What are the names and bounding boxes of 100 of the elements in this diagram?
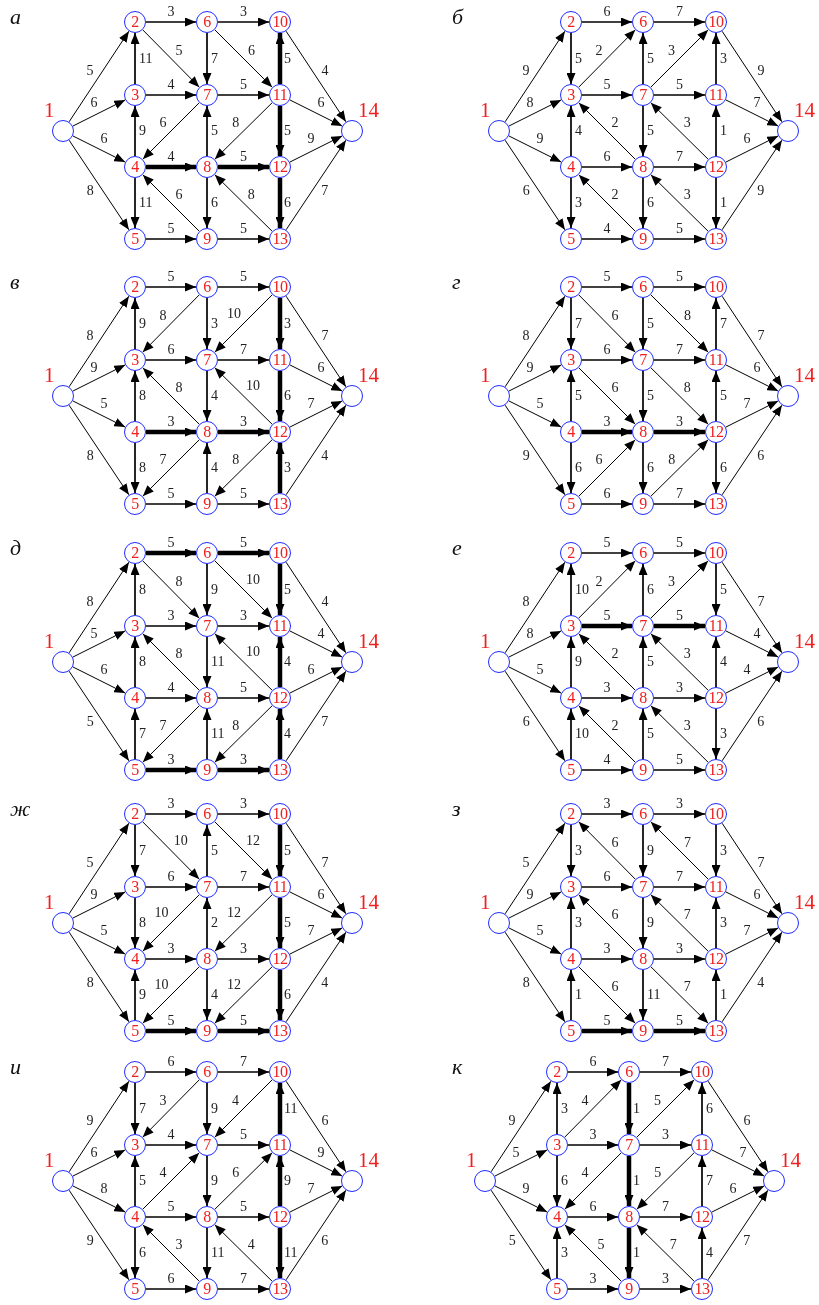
arrow (218, 427, 269, 437)
node-number: 3 (553, 1137, 561, 1153)
edge-label: 5 (602, 270, 612, 284)
edge-label: 5 (675, 222, 684, 236)
edge-label: 9 (646, 916, 655, 930)
edge-label: 5 (85, 855, 95, 870)
edge-label: 5 (283, 51, 292, 66)
edge-label: 3 (239, 609, 248, 623)
node-circle (632, 349, 654, 371)
arrow (582, 427, 632, 437)
arrow (214, 1224, 273, 1282)
edge-label: 8 (521, 328, 531, 343)
node-number: 2 (131, 14, 139, 30)
edge-label: 6 (320, 1113, 330, 1128)
node-circle (632, 228, 654, 250)
arrow (581, 162, 633, 172)
edge-label: 5 (85, 714, 95, 729)
node-number: 7 (203, 87, 211, 103)
node-circle (341, 385, 363, 407)
node-circle (196, 615, 218, 637)
edge-label: 3 (239, 415, 248, 429)
edge-label: 3 (239, 753, 248, 767)
edge-label: 5 (719, 389, 728, 403)
edge-label: 6 (646, 196, 655, 210)
arrow (275, 825, 285, 876)
edge-label: 5 (574, 51, 583, 66)
edge-label: 4 (719, 655, 728, 669)
node-circle (124, 803, 146, 825)
edge-label: 9 (138, 988, 147, 1002)
node-circle (777, 120, 799, 142)
edge-label: 5 (138, 1174, 147, 1188)
arrow (130, 824, 140, 877)
arrow (72, 1185, 126, 1213)
node-number: 10 (708, 279, 724, 295)
arrow (145, 282, 197, 292)
edge-label: 3 (719, 916, 728, 930)
arrow (653, 17, 706, 27)
edge-label: 4 (752, 626, 762, 641)
arrow (650, 705, 709, 763)
node-circle (560, 542, 582, 564)
node-number: 3 (131, 879, 139, 895)
edge-label: 9 (306, 131, 316, 146)
node-circle (196, 276, 218, 298)
edge-label: 6 (166, 870, 176, 884)
node-circle (618, 1206, 640, 1228)
edge-label: 3 (158, 1093, 168, 1108)
node-number: 3 (567, 618, 575, 634)
node-number: 11 (272, 1137, 288, 1153)
edge-label: 7 (239, 1055, 248, 1069)
arrow (639, 1284, 692, 1294)
edge-label: 4 (166, 78, 176, 92)
node-number: 2 (567, 14, 575, 30)
edge-label: 3 (574, 916, 583, 930)
arrow (285, 404, 347, 496)
arrow (504, 931, 566, 1023)
arrow (711, 32, 721, 85)
edge-label: 5 (521, 855, 531, 870)
arrow (711, 824, 721, 877)
edge-label: 7 (756, 855, 766, 870)
arrow (578, 102, 636, 160)
node-number: 8 (203, 159, 211, 175)
node-number: 11 (708, 87, 724, 103)
node-circle (560, 493, 582, 515)
node-circle (632, 421, 654, 443)
edge-label: 6 (521, 183, 531, 198)
arrow (72, 630, 126, 658)
arrow (707, 1080, 769, 1173)
edge-label: 6 (320, 1233, 330, 1248)
edge-label: 8 (138, 655, 147, 669)
edge-label: 6 (705, 1101, 714, 1116)
edge-label: 6 (602, 487, 612, 501)
arrow (130, 105, 140, 157)
arrow (145, 809, 197, 819)
edge-label: 8 (85, 975, 95, 990)
edge-label: 1 (574, 988, 583, 1002)
node-number: 13 (708, 496, 724, 512)
node-number: 7 (639, 87, 647, 103)
node-circle (474, 1170, 496, 1192)
arrow (650, 966, 709, 1024)
arrow (624, 1083, 634, 1134)
node-number: 11 (708, 352, 724, 368)
edge-label: 9 (574, 655, 583, 669)
edge-label: 6 (588, 1055, 598, 1069)
edge-label: 5 (511, 1145, 521, 1160)
node-label: 1 (480, 100, 491, 121)
arrow (218, 548, 269, 558)
arrow (275, 371, 285, 421)
edge-label: 6 (752, 360, 762, 375)
node-circle (124, 11, 146, 33)
edge-label: 7 (574, 316, 583, 331)
arrow (721, 670, 783, 762)
arrow (504, 561, 566, 654)
arrow (638, 370, 648, 422)
node-number: 12 (708, 159, 724, 175)
arrow (650, 367, 709, 425)
node-label: 1 (44, 631, 55, 652)
node-circle (560, 156, 582, 178)
arrow (725, 135, 779, 163)
arrow (146, 162, 196, 172)
arrow (566, 897, 576, 949)
